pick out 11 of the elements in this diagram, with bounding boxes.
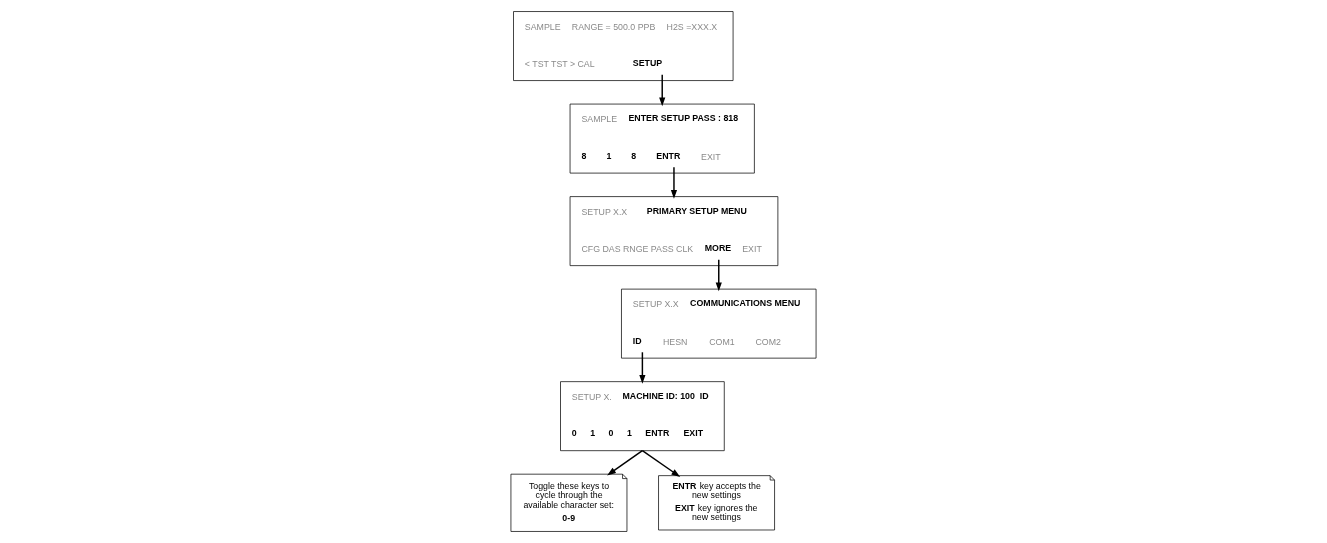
arrow bbox=[715, 259, 722, 292]
arrow bbox=[670, 166, 678, 199]
node-box: SETUP X. MACHINE ID: 100 ID 0 1 0 1 ENTR EXIT bbox=[560, 381, 725, 452]
arrow bbox=[639, 351, 646, 384]
node-box: SAMPLE ENTER SETUP PASS : 818 8 1 8 ENTR EXIT bbox=[569, 103, 755, 174]
arrow bbox=[607, 449, 644, 476]
arrow bbox=[659, 73, 666, 107]
node-box: SETUP X.X COMMUNICATIONS MENU ID HESN COM1 COM2 bbox=[621, 288, 817, 359]
node-box: SAMPLE RANGE = 500.0 PPB H2S =XXX.X < TST TST > CAL SETUP bbox=[513, 11, 734, 81]
arrow bbox=[641, 449, 681, 477]
node-box: SETUP X.X PRIMARY SETUP MENU CFG DAS RNGE PASS CLK MORE EXIT bbox=[569, 196, 779, 266]
